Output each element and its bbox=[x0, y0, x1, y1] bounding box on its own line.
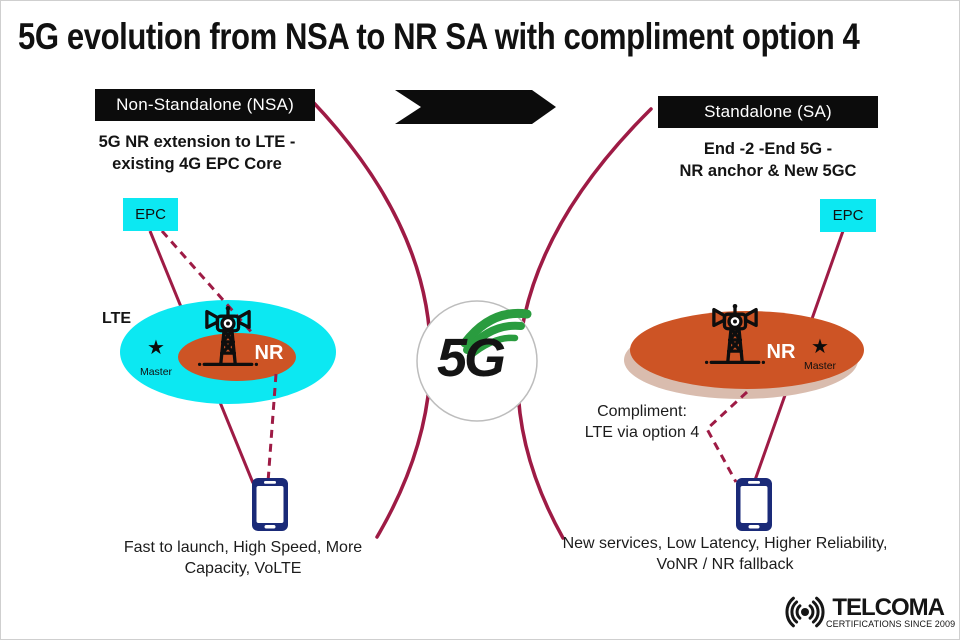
nsa-footnote-line2: Capacity, VoLTE bbox=[184, 560, 302, 577]
nr-cell-ellipse-right bbox=[630, 311, 864, 389]
page-title: 5G evolution from NSA to NR SA with comp… bbox=[18, 16, 860, 57]
compliment-note-line2: LTE via option 4 bbox=[584, 424, 700, 441]
sa-footnote-line1: New services, Low Latency, Higher Reliab… bbox=[562, 535, 888, 552]
smartphone-icon-left bbox=[252, 478, 288, 531]
right-nr-to-phone-dashed-line bbox=[705, 390, 749, 483]
left-flow-curve bbox=[311, 100, 433, 539]
sa-heading-box: Standalone (SA) bbox=[658, 96, 878, 128]
compliment-note-line1: Compliment: bbox=[597, 403, 687, 420]
nsa-description: 5G NR extension to LTE - existing 4G EPC… bbox=[72, 131, 322, 175]
nr-label-right: NR bbox=[766, 341, 796, 363]
nr-label-left: NR bbox=[254, 342, 284, 364]
5g-logo-text: 5G bbox=[436, 328, 506, 388]
lte-label: LTE bbox=[102, 310, 132, 327]
nsa-footnote-line1: Fast to launch, High Speed, More bbox=[123, 539, 363, 556]
brand-tagline: CERTIFICATIONS SINCE 2009 bbox=[826, 619, 956, 629]
epc-node-right: EPC bbox=[820, 199, 876, 232]
telcoma-waves-icon bbox=[785, 596, 825, 628]
left-epc-to-nr-dashed-line bbox=[160, 230, 264, 345]
5g-swoosh-icon bbox=[460, 308, 532, 360]
master-label-left: Master bbox=[139, 366, 173, 378]
master-label-right: Master bbox=[803, 360, 837, 372]
epc-node-left: EPC bbox=[123, 198, 178, 231]
sa-footnote: New services, Low Latency, Higher Reliab… bbox=[520, 533, 930, 575]
5g-logo-circle bbox=[416, 300, 538, 422]
transition-arrow-icon bbox=[395, 90, 556, 124]
brand-name: TELCOMA bbox=[832, 594, 945, 621]
sa-description-line1: End -2 -End 5G - bbox=[703, 140, 833, 158]
right-flow-curve bbox=[516, 107, 653, 540]
nr-cell-ellipse-left bbox=[178, 333, 296, 381]
sa-description: End -2 -End 5G - NR anchor & New 5GC bbox=[648, 138, 888, 182]
left-nr-to-phone-dashed-line bbox=[266, 373, 278, 483]
nsa-description-line2: existing 4G EPC Core bbox=[112, 155, 282, 173]
smartphone-icon-right bbox=[736, 478, 772, 531]
nsa-footnote: Fast to launch, High Speed, More Capacit… bbox=[90, 537, 396, 579]
sa-description-line2: NR anchor & New 5GC bbox=[679, 162, 857, 180]
nsa-heading-box: Non-Standalone (NSA) bbox=[95, 89, 315, 121]
nsa-description-line1: 5G NR extension to LTE - bbox=[98, 133, 296, 151]
master-star-icon-left: ★ bbox=[147, 337, 165, 359]
master-star-icon-right: ★ bbox=[811, 336, 829, 358]
sa-footnote-line2: VoNR / NR fallback bbox=[656, 556, 794, 573]
compliment-note: Compliment: LTE via option 4 bbox=[558, 401, 726, 443]
